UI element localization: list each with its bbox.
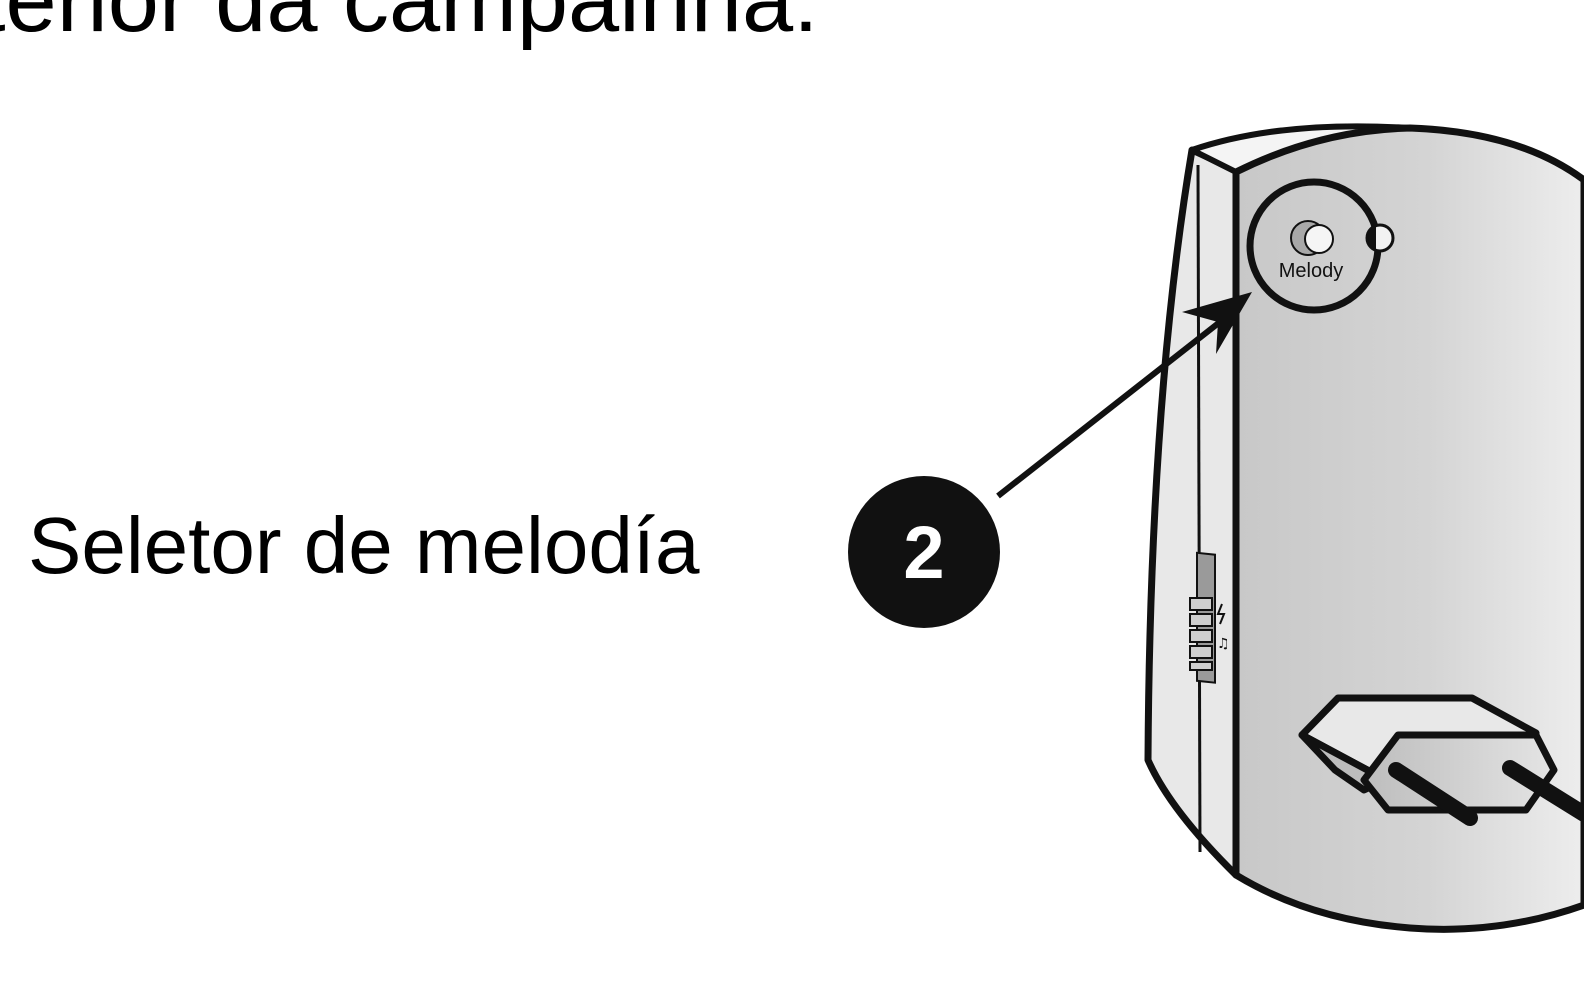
page-heading: terior da campainha: — [0, 0, 819, 51]
switch-symbol-icons: ♫ — [1216, 603, 1230, 652]
callout-arrow-line — [996, 315, 1227, 499]
callout-number-badge: 2 — [848, 476, 1000, 628]
callout-arrow-head — [1182, 292, 1252, 354]
melody-button[interactable] — [1290, 220, 1334, 256]
side-switch[interactable] — [1189, 551, 1216, 684]
housing-side — [1144, 146, 1240, 879]
callout-label: Seletor de melodía — [28, 501, 700, 590]
power-plug-icon — [1298, 694, 1584, 826]
melody-button-label: Melody — [1279, 260, 1343, 282]
housing-side-edge — [1196, 164, 1202, 853]
svg-text:♫: ♫ — [1217, 636, 1230, 652]
led-indicator-shadow — [1368, 226, 1376, 250]
